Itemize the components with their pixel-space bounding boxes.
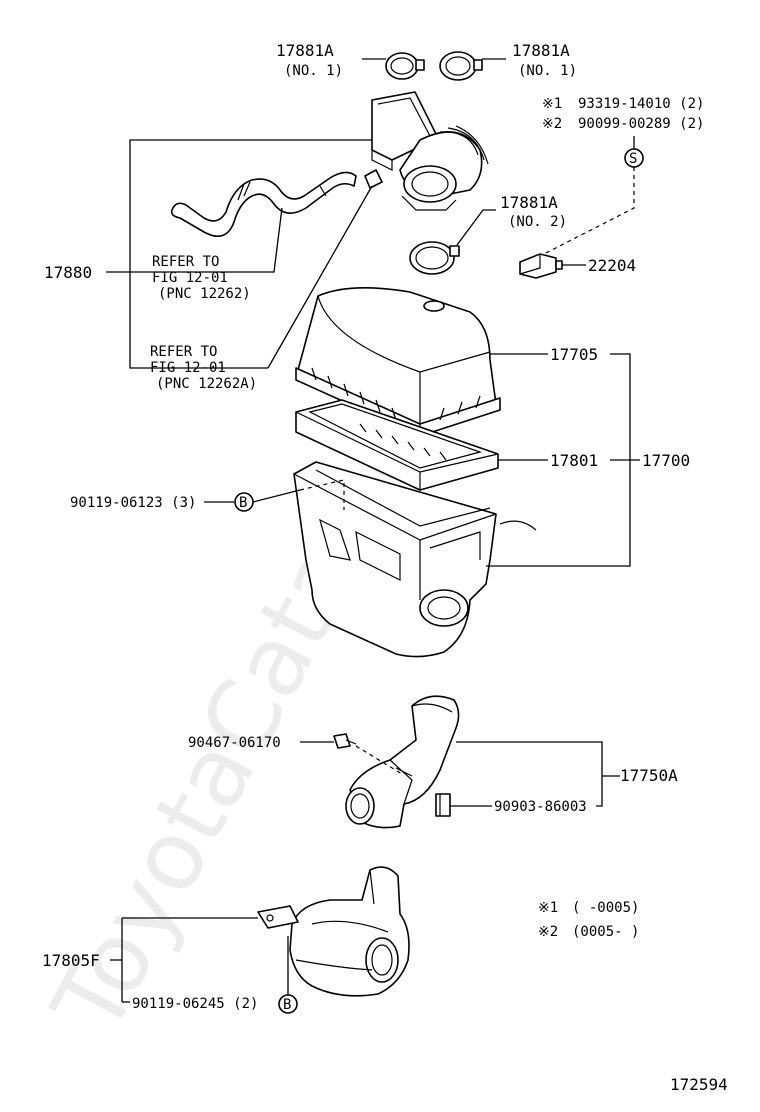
- air-hose-assembly[interactable]: [364, 91, 489, 211]
- label-17881a-no2[interactable]: 17881A: [500, 193, 558, 212]
- clip-90903[interactable]: [435, 793, 451, 817]
- s-symbol: S: [629, 151, 637, 167]
- b-symbol-1: B: [239, 495, 247, 511]
- label-90903-86003[interactable]: 90903-86003: [494, 799, 587, 815]
- clamp-no1-left[interactable]: [385, 52, 425, 80]
- label-17705[interactable]: 17705: [550, 345, 598, 364]
- refer2-line2: FIG 12-01: [150, 360, 226, 376]
- refer1-line1: REFER TO: [152, 254, 219, 270]
- refer2-line1: REFER TO: [150, 344, 217, 360]
- label-90099-00289[interactable]: 90099-00289 (2): [578, 116, 704, 132]
- air-filter-element[interactable]: [295, 399, 499, 491]
- note1-mark: ※1: [542, 96, 562, 112]
- clamp-no1-right[interactable]: [439, 51, 483, 81]
- label-17801[interactable]: 17801: [550, 451, 598, 470]
- refer2-line3: (PNC 12262A): [156, 376, 257, 392]
- note2-mark: ※2: [542, 116, 562, 132]
- label-17881a-right[interactable]: 17881A: [512, 41, 570, 60]
- air-cleaner-case[interactable]: [293, 461, 537, 658]
- label-17750a[interactable]: 17750A: [620, 766, 678, 785]
- breather-hose[interactable]: [170, 171, 357, 238]
- label-17881a-left-no: (NO. 1): [284, 63, 343, 79]
- diagram-number: 172594: [670, 1075, 728, 1094]
- label-90119-06123[interactable]: 90119-06123 (3): [70, 495, 196, 511]
- label-22204[interactable]: 22204: [588, 256, 636, 275]
- label-17880[interactable]: 17880: [44, 263, 92, 282]
- intake-resonator[interactable]: [257, 866, 410, 997]
- sensor-22204[interactable]: [519, 253, 563, 279]
- screw-90467[interactable]: [333, 733, 357, 749]
- label-17881a-left[interactable]: 17881A: [276, 41, 334, 60]
- refer1-line3: (PNC 12262): [158, 286, 251, 302]
- label-90467-06170[interactable]: 90467-06170: [188, 735, 281, 751]
- label-17881a-right-no: (NO. 1): [518, 63, 577, 79]
- air-cleaner-inlet[interactable]: [345, 695, 460, 829]
- label-17881a-no2-no: (NO. 2): [508, 214, 567, 230]
- legend2-text: (0005- ): [572, 924, 639, 940]
- label-17805f[interactable]: 17805F: [42, 951, 100, 970]
- refer1-line2: FIG 12-01: [152, 270, 228, 286]
- label-93319-14010[interactable]: 93319-14010 (2): [578, 96, 704, 112]
- b-symbol-2: B: [283, 997, 291, 1013]
- legend2-mark: ※2: [538, 924, 558, 940]
- legend1-mark: ※1: [538, 900, 558, 916]
- clamp-no2[interactable]: [409, 241, 460, 275]
- label-17700[interactable]: 17700: [642, 451, 690, 470]
- legend1-text: ( -0005): [572, 900, 639, 916]
- label-90119-06245[interactable]: 90119-06245 (2): [132, 996, 258, 1012]
- air-cleaner-cap[interactable]: [295, 287, 501, 437]
